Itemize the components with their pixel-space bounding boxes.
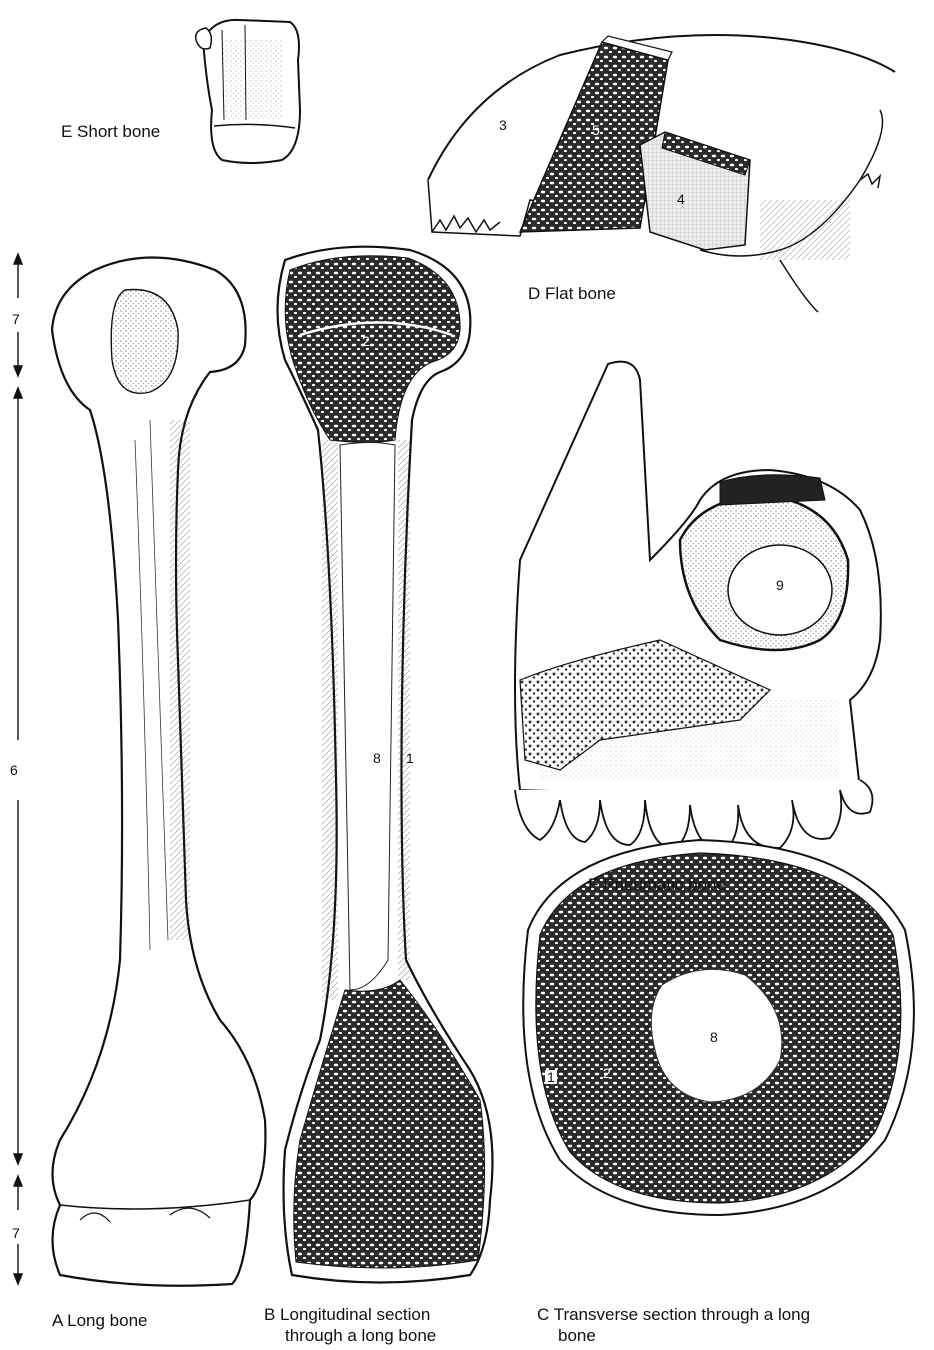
label-1-transverse: 1 (545, 1070, 557, 1084)
label-1-longitudinal: 1 (406, 751, 414, 765)
longitudinal-section-figure (278, 247, 493, 1283)
caption-transverse-line1: C Transverse section through a long (537, 1305, 810, 1324)
label-6: 6 (10, 763, 18, 777)
label-2-longitudinal: 2 (362, 334, 370, 348)
label-8-longitudinal: 8 (373, 751, 381, 765)
caption-long-bone: A Long bone (52, 1311, 147, 1330)
label-2-transverse: 2 (603, 1066, 611, 1080)
caption-short-bone: E Short bone (61, 122, 160, 141)
label-3: 3 (499, 118, 507, 132)
label-7-upper: 7 (12, 312, 20, 326)
caption-flat-bone: D Flat bone (528, 284, 616, 303)
caption-pneumatic-bone: F Pneumatic bone (588, 875, 726, 894)
label-7-lower: 7 (12, 1226, 20, 1240)
transverse-section-figure (523, 840, 914, 1215)
pneumatic-bone-figure (515, 362, 881, 850)
label-4: 4 (677, 192, 685, 206)
caption-longitudinal-line1: B Longitudinal section (264, 1305, 430, 1324)
label-5: 5 (592, 123, 600, 137)
label-9: 9 (776, 578, 784, 592)
short-bone-figure (196, 20, 300, 163)
long-bone-figure (52, 258, 265, 1286)
flat-bone-figure (428, 35, 895, 312)
label-8-transverse: 8 (710, 1030, 718, 1044)
caption-longitudinal-line2: through a long bone (285, 1326, 436, 1345)
caption-transverse-line2: bone (558, 1326, 596, 1345)
